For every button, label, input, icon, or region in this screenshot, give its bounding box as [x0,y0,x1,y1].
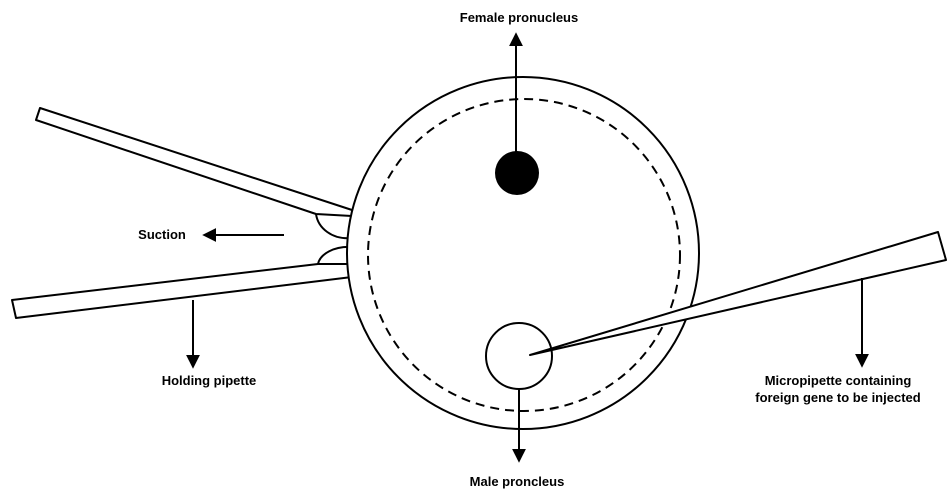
holding-pipette-upper-lip [316,214,352,238]
male-pronucleus-label: Male proncleus [470,474,565,489]
female-pronucleus [495,151,539,195]
suction-label: Suction [138,227,186,242]
male-pronucleus [486,323,552,389]
holding-pipette-label: Holding pipette [162,373,257,388]
holding-pipette-lower-arm [12,264,352,318]
micropipette-label-line2: foreign gene to be injected [755,390,920,405]
female-pronucleus-label: Female pronucleus [460,10,578,25]
holding-pipette-upper-arm [36,108,352,216]
micropipette-label-line1: Micropipette containing [765,373,912,388]
